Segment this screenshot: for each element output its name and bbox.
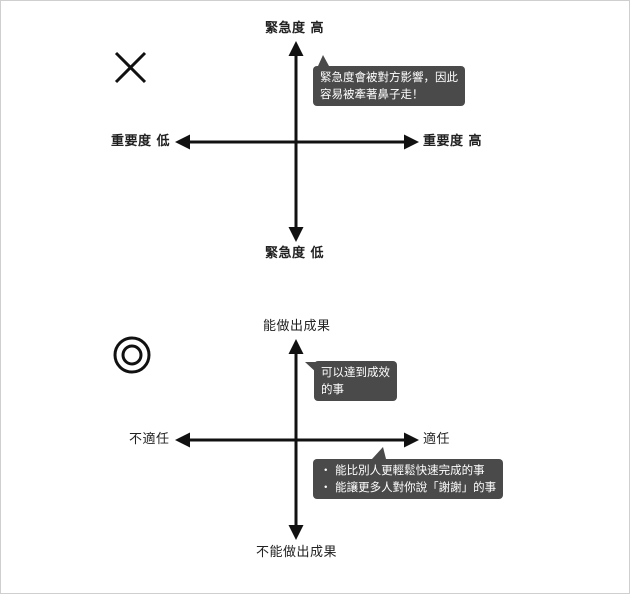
bottom-axis-top-label: 能做出成果 (263, 319, 331, 334)
top-axis-left-label: 重要度 低 (111, 134, 171, 149)
top-callout: 緊急度會被對方影響，因此 容易被牽著鼻子走！ (313, 66, 465, 106)
bottom-callout-b-line: ・ 能比別人更輕鬆快速完成的事 (320, 463, 485, 477)
bottom-callout-a-line: 的事 (321, 382, 344, 396)
bottom-axis-bottom-label: 不能做出成果 (256, 545, 338, 560)
bottom-axis-right-label: 適任 (423, 432, 451, 447)
double-circle-icon (113, 336, 151, 374)
bottom-callout-a-line: 可以達到成效 (321, 365, 390, 379)
top-axis-bottom-label: 緊急度 低 (265, 246, 325, 261)
bottom-callout-b-line: ・ 能讓更多人對你說「謝謝」的事 (320, 480, 497, 494)
top-axis-top-label: 緊急度 高 (265, 21, 325, 36)
top-callout-line: 緊急度會被對方影響，因此 (320, 70, 458, 84)
bottom-callout-b-pointer (372, 447, 386, 459)
top-axis-right-label: 重要度 高 (423, 134, 483, 149)
bottom-callout-b: ・ 能比別人更輕鬆快速完成的事 ・ 能讓更多人對你說「謝謝」的事 (313, 459, 504, 499)
top-callout-line: 容易被牽著鼻子走！ (320, 87, 424, 101)
cross-icon (114, 51, 147, 84)
bottom-callout-a: 可以達到成效 的事 (314, 361, 397, 401)
top-callout-pointer (318, 55, 329, 66)
bottom-axis-left-label: 不適任 (129, 432, 170, 447)
